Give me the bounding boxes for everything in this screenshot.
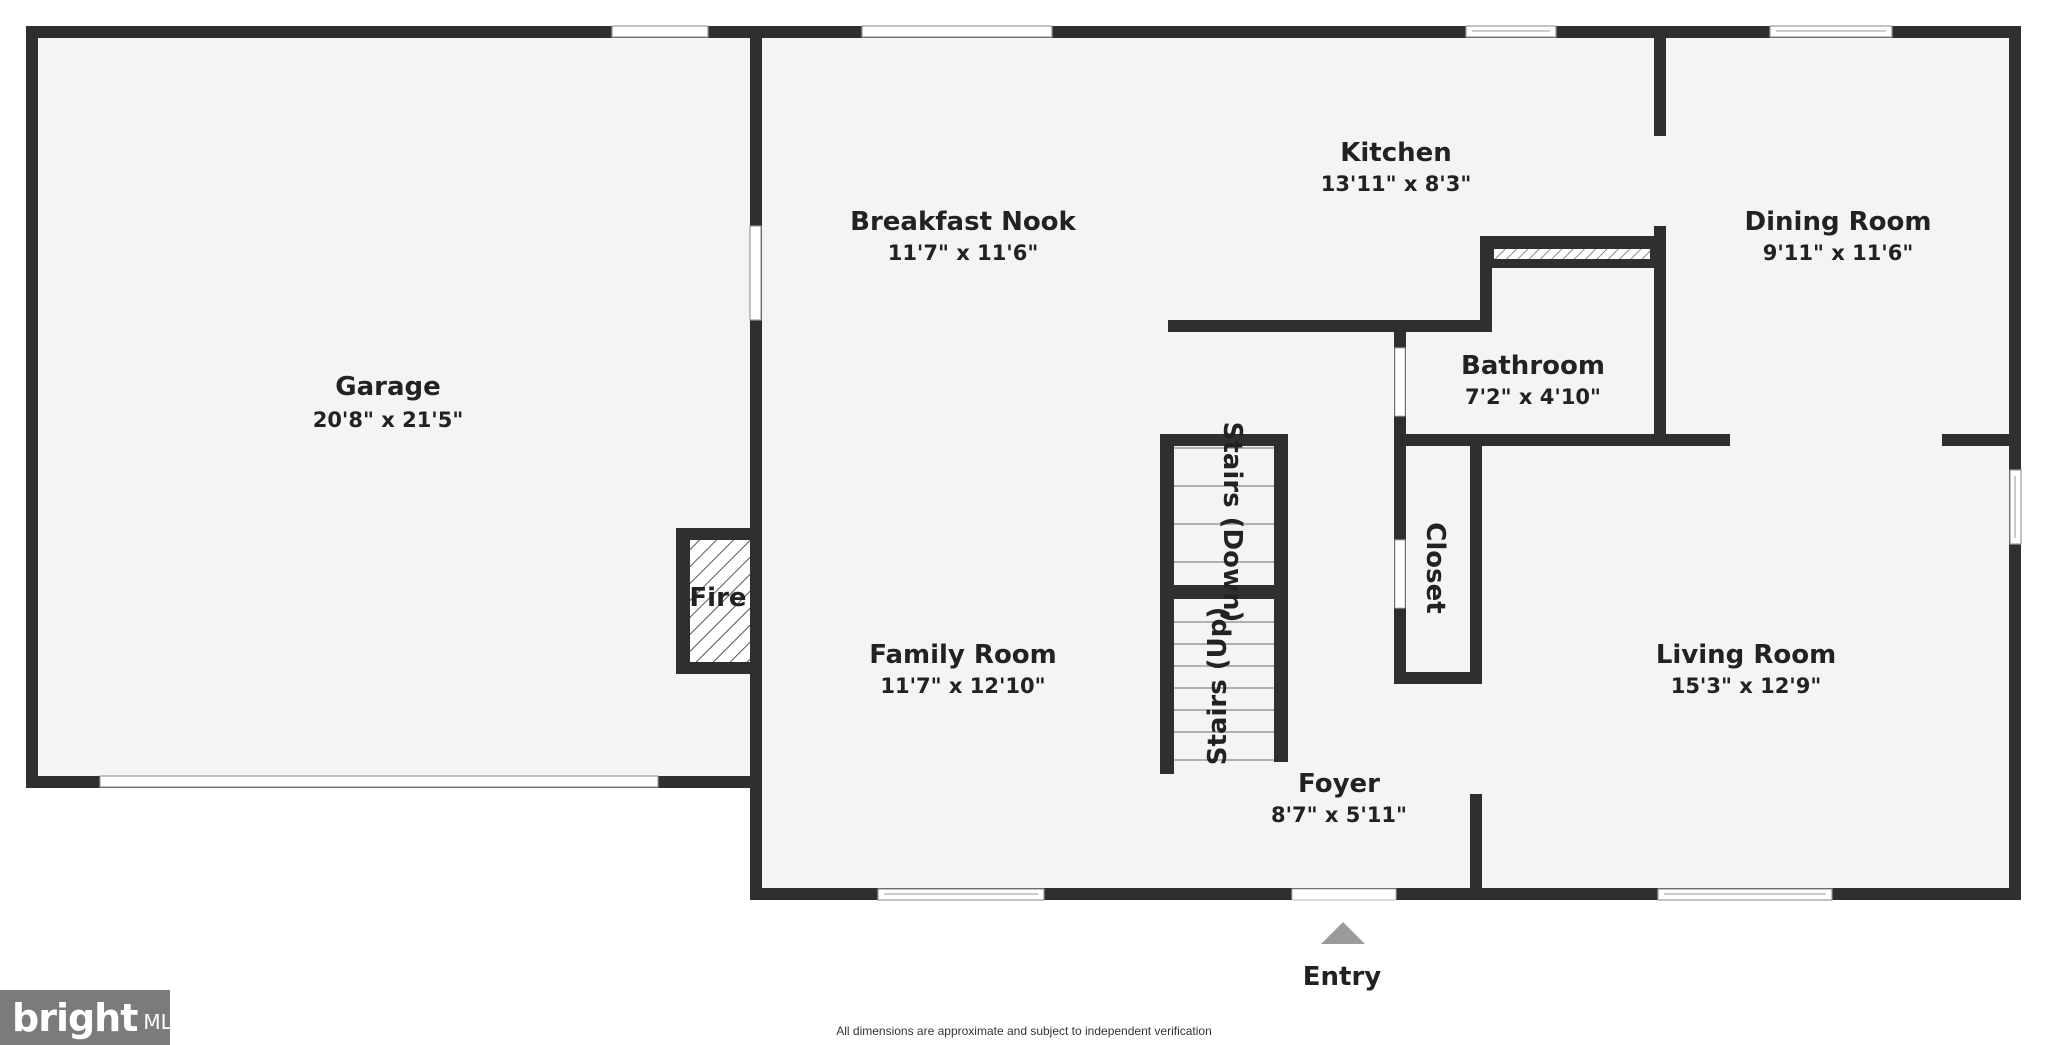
wall-counter-right [1654,226,1666,446]
bathroom-dims: 7'2" x 4'10" [1465,385,1601,409]
stairs-down-treads [1174,447,1274,563]
window-garage-top[interactable] [611,25,709,38]
foyer-dims: 8'7" x 5'11" [1271,803,1407,827]
window-garage-door[interactable] [99,775,659,788]
brand-suffix: MLS [143,1009,185,1034]
foyer-name: Foyer [1298,769,1380,799]
dining-room-name: Dining Room [1745,207,1932,237]
dining-room-dims: 9'11" x 11'6" [1763,241,1914,265]
kitchen-dims: 13'11" x 8'3" [1321,172,1472,196]
stairs-up-label: Stairs (Up) [1203,607,1233,765]
garage-dims: 20'8" x 21'5" [313,408,464,432]
bathroom-name: Bathroom [1461,351,1605,381]
window-nook-top[interactable] [861,25,1053,38]
main-floor [762,36,2010,893]
stairs-down-label: Stairs (Down) [1217,422,1247,623]
wall-garage-divider [750,26,762,900]
fireplace-hatch [690,540,750,662]
family-room-dims: 11'7" x 12'10" [880,674,1045,698]
door-bathroom[interactable] [1394,347,1406,417]
wall-counter-left [1480,236,1492,332]
counter-hatch [1494,249,1650,259]
living-room-name: Living Room [1656,640,1836,670]
wall-living-right [1942,434,2021,446]
window-garage-side[interactable] [749,225,762,321]
stairs-left-wall [1160,434,1174,774]
closet-label: Closet [1420,522,1450,613]
wall-foyer-living [1470,794,1482,900]
disclaimer-text: All dimensions are approximate and subje… [836,1024,1212,1038]
wall-kitchen-dining [1654,26,1666,136]
entry-arrow-icon [1321,922,1365,944]
fireplace-label: Fire [689,583,746,613]
brand-word: bright [12,995,138,1040]
stairs-up-treads [1174,621,1274,761]
breakfast-nook-dims: 11'7" x 11'6" [888,241,1039,265]
stairs-top-wall [1160,434,1288,446]
wall-right [2009,26,2021,900]
wall-bath-bottom [1394,434,1730,446]
wall-nook-divider [1168,320,1492,332]
wall-closet-right [1470,446,1482,684]
entry-label: Entry [1303,962,1382,992]
family-room-name: Family Room [869,640,1057,670]
brand-logo: bright MLS [0,990,184,1045]
wall-closet-bottom [1394,672,1482,684]
living-room-dims: 15'3" x 12'9" [1671,674,1822,698]
door-closet[interactable] [1394,539,1406,609]
stairs-mid-wall [1160,585,1288,599]
garage-floor [32,36,756,782]
garage-name: Garage [335,372,441,402]
breakfast-nook-name: Breakfast Nook [850,207,1076,237]
wall-garage-left [26,26,38,788]
kitchen-name: Kitchen [1340,138,1452,168]
door-entry[interactable] [1291,888,1397,901]
